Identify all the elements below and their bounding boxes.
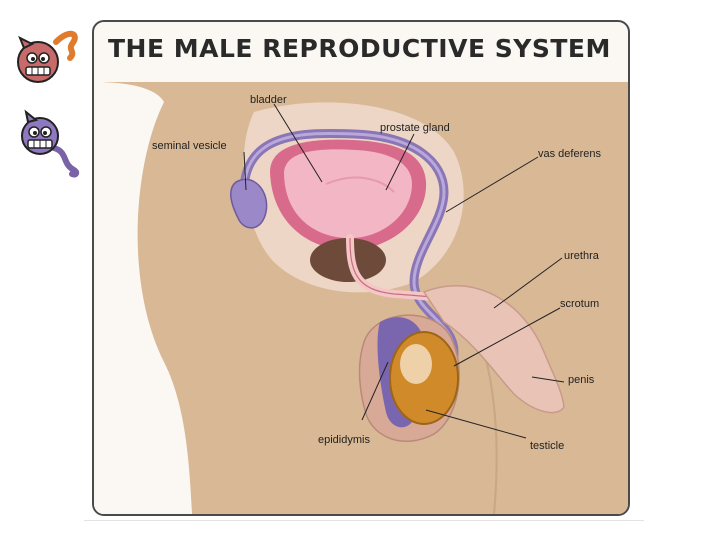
- label-scrotum: scrotum: [560, 298, 599, 310]
- label-urethra: urethra: [564, 250, 599, 262]
- label-bladder: bladder: [250, 94, 287, 106]
- red-cartoon-sperm-icon: [10, 22, 82, 94]
- label-vas-deferens: vas deferens: [538, 148, 601, 160]
- label-penis: penis: [568, 374, 594, 386]
- label-prostate-gland: prostate gland: [380, 122, 450, 134]
- diagram-frame: The Male Reproductive System: [92, 20, 630, 516]
- label-epididymis: epididymis: [318, 434, 370, 446]
- divider: [84, 520, 644, 521]
- purple-cartoon-sperm-icon: [14, 108, 84, 180]
- label-seminal-vesicle: seminal vesicle: [152, 140, 227, 152]
- label-testicle: testicle: [530, 440, 564, 452]
